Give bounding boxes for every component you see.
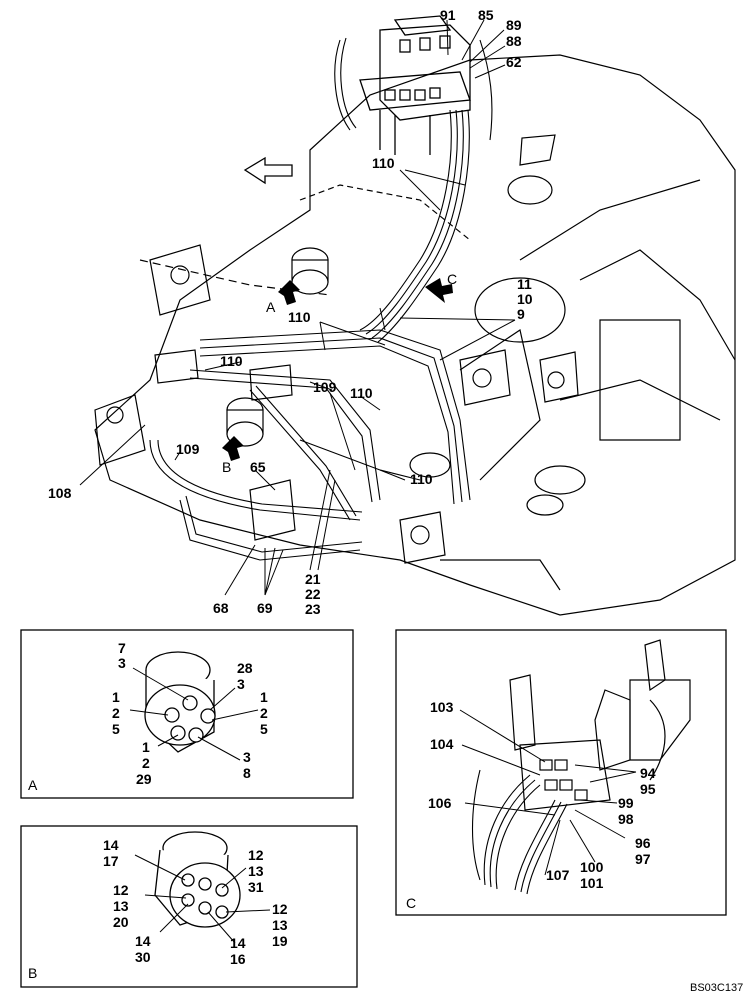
- callout: 2: [142, 755, 150, 771]
- upper-frame: [94, 54, 736, 616]
- callout: 13: [248, 863, 264, 879]
- detail-b-frame: [20, 825, 358, 988]
- callout: 14: [135, 933, 151, 949]
- callout: 109: [313, 379, 337, 395]
- callout: 1: [260, 689, 268, 705]
- view-letter: C: [447, 271, 457, 287]
- callout: 85: [478, 7, 494, 23]
- callout: 69: [257, 600, 273, 616]
- callout: 103: [430, 699, 454, 715]
- detail-c-frame: [395, 629, 727, 916]
- detail-c-hoses: [472, 769, 568, 895]
- callout: 8: [243, 765, 251, 781]
- callout: 89: [506, 17, 522, 33]
- callout: 23: [305, 601, 321, 617]
- callout: 99: [618, 795, 634, 811]
- detail-a-callouts: 7 3 28 3 1 2 5 1 2 5 1 2 29 3 8 A: [28, 640, 268, 793]
- callout: 101: [580, 875, 604, 891]
- callout: 11: [517, 276, 532, 292]
- detail-b-leaders: [134, 854, 271, 944]
- mount-blocks: [94, 244, 579, 564]
- callout: 10: [517, 291, 533, 307]
- drawing-code: BS03C137: [690, 982, 743, 994]
- callout: 12: [113, 882, 129, 898]
- callout: 1: [142, 739, 150, 755]
- detail-c-leaders: [459, 709, 637, 876]
- callout: 20: [113, 914, 129, 930]
- callout: 62: [506, 54, 522, 70]
- callout: 14: [230, 935, 246, 951]
- callout: 110: [288, 309, 311, 325]
- callout: 88: [506, 33, 522, 49]
- callout: 110: [410, 471, 433, 487]
- callout: 91: [440, 7, 456, 23]
- callout: 7: [118, 640, 126, 656]
- callout: 22: [305, 586, 321, 602]
- callout: 21: [305, 571, 321, 587]
- callout: 1: [112, 689, 120, 705]
- leader-lines: [79, 19, 516, 596]
- callout: 65: [250, 459, 266, 475]
- main-callouts: 91 85 89 88 62 110 11 10 9 110 110 109 1…: [48, 7, 533, 617]
- callout: 2: [260, 705, 268, 721]
- detail-a-motor: [144, 651, 216, 753]
- callout: 19: [272, 933, 288, 949]
- callout: 3: [237, 676, 245, 692]
- callout: 28: [237, 660, 253, 676]
- detail-letter: B: [28, 965, 37, 981]
- callout: 3: [118, 655, 126, 671]
- callout: 9: [517, 306, 525, 322]
- hydraulic-hose-bundle: [149, 37, 493, 561]
- callout: 14: [103, 837, 119, 853]
- view-arrows: [222, 278, 453, 461]
- callout: 16: [230, 951, 246, 967]
- callout: 106: [428, 795, 452, 811]
- callout: 31: [248, 879, 264, 895]
- detail-letter: A: [28, 777, 38, 793]
- detail-c-callouts: 103 104 94 95 106 99 98 96 97 107 100 10…: [406, 699, 656, 911]
- callout: 96: [635, 835, 651, 851]
- detail-b-motor: [154, 831, 241, 928]
- callout: 68: [213, 600, 229, 616]
- callout: 2: [112, 705, 120, 721]
- callout: 12: [272, 901, 288, 917]
- callout: 94: [640, 765, 656, 781]
- callout: 109: [176, 441, 200, 457]
- callout: 30: [135, 949, 151, 965]
- view-letter: B: [222, 459, 231, 475]
- detail-c-valve: [509, 639, 691, 811]
- front-direction-arrow: [243, 156, 293, 185]
- callout: 110: [350, 385, 373, 401]
- callout: 107: [546, 867, 570, 883]
- callout: 98: [618, 811, 634, 827]
- callout: 100: [580, 859, 604, 875]
- callout: 110: [220, 353, 243, 369]
- callout: 29: [136, 771, 152, 787]
- callout: 110: [372, 155, 395, 171]
- callout: 5: [112, 721, 120, 737]
- swing-motor-a: [291, 247, 329, 295]
- callout: 5: [260, 721, 268, 737]
- view-letter: A: [266, 299, 276, 315]
- callout: 13: [272, 917, 288, 933]
- callout: 97: [635, 851, 651, 867]
- control-valve-block: [359, 15, 471, 155]
- detail-b-callouts: 14 17 12 13 31 12 13 20 12 13 19 14 30 1…: [28, 837, 288, 981]
- callout: 17: [103, 853, 119, 869]
- callout: 13: [113, 898, 129, 914]
- callout: 95: [640, 781, 656, 797]
- detail-a-frame: [20, 629, 354, 799]
- callout: 104: [430, 736, 454, 752]
- callout: 12: [248, 847, 264, 863]
- detail-a-leaders: [129, 667, 259, 761]
- callout: 3: [243, 749, 251, 765]
- detail-letter: C: [406, 895, 416, 911]
- callout: 108: [48, 485, 72, 501]
